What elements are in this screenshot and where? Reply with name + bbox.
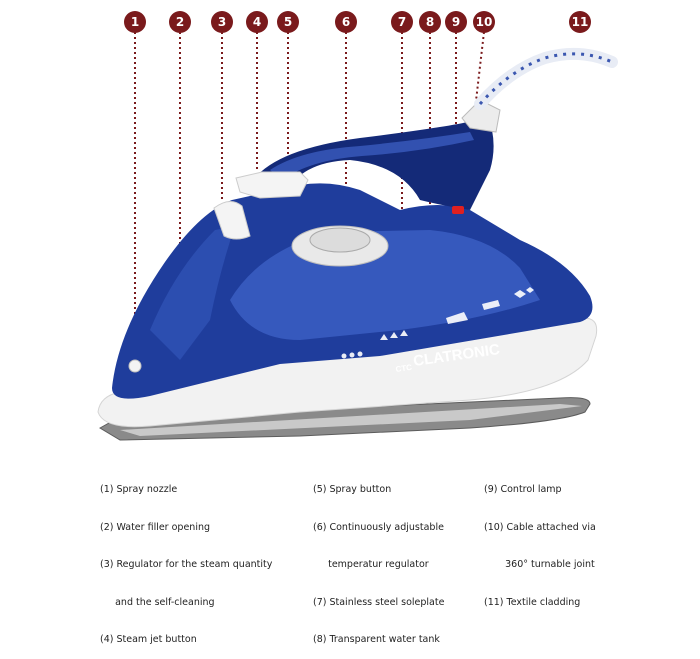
indicator-dot: [342, 354, 347, 359]
legend-item: (6) Continuously adjustable: [313, 522, 444, 535]
indicator-dot: [350, 353, 355, 358]
legend-column-1: (1) Spray nozzle (2) Water filler openin…: [100, 459, 272, 659]
legend-item: and the self-cleaning: [100, 597, 272, 610]
callout-number: 4: [253, 15, 261, 29]
legend-column-2: (5) Spray button (6) Continuously adjust…: [313, 459, 444, 659]
callout-number: 1: [131, 15, 139, 29]
spray-nozzle: [129, 360, 141, 372]
steam-jet-button: [236, 172, 308, 198]
legend-item: (9) Control lamp: [484, 484, 596, 497]
callout-number: 5: [284, 15, 292, 29]
legend-item: (8) Transparent water tank: [313, 634, 444, 647]
legend-item: (3) Regulator for the steam quantity: [100, 559, 272, 572]
callout-number: 10: [476, 15, 493, 29]
legend-item: (1) Spray nozzle: [100, 484, 272, 497]
callout-number: 6: [342, 15, 350, 29]
control-lamp: [452, 206, 464, 214]
textile-cable: [480, 54, 612, 104]
legend-item: temperatur regulator: [313, 559, 444, 572]
legend-item: 360° turnable joint: [484, 559, 596, 572]
legend-column-3: (9) Control lamp (10) Cable attached via…: [484, 459, 596, 622]
callout-number: 8: [426, 15, 434, 29]
callout-badges: 1 2 3 4 5 6 7 8 9 10 11: [124, 11, 591, 33]
legend-item: (2) Water filler opening: [100, 522, 272, 535]
callout-number: 3: [218, 15, 226, 29]
legend-item: (4) Steam jet button: [100, 634, 272, 647]
legend-item: (7) Stainless steel soleplate: [313, 597, 444, 610]
steam-iron: CTC CLATRONIC: [98, 54, 612, 440]
iron-diagram: CTC CLATRONIC 1 2 3 4 5 6 7 8 9 10 11: [0, 0, 700, 525]
callout-number: 2: [176, 15, 184, 29]
legend-item: (11) Textile cladding: [484, 597, 596, 610]
legend-item: (5) Spray button: [313, 484, 444, 497]
indicator-dot: [358, 352, 363, 357]
callout-number: 11: [572, 15, 589, 29]
callout-number: 9: [452, 15, 460, 29]
temperature-dial-center: [310, 228, 370, 252]
callout-number: 7: [398, 15, 406, 29]
legend-item: (10) Cable attached via: [484, 522, 596, 535]
